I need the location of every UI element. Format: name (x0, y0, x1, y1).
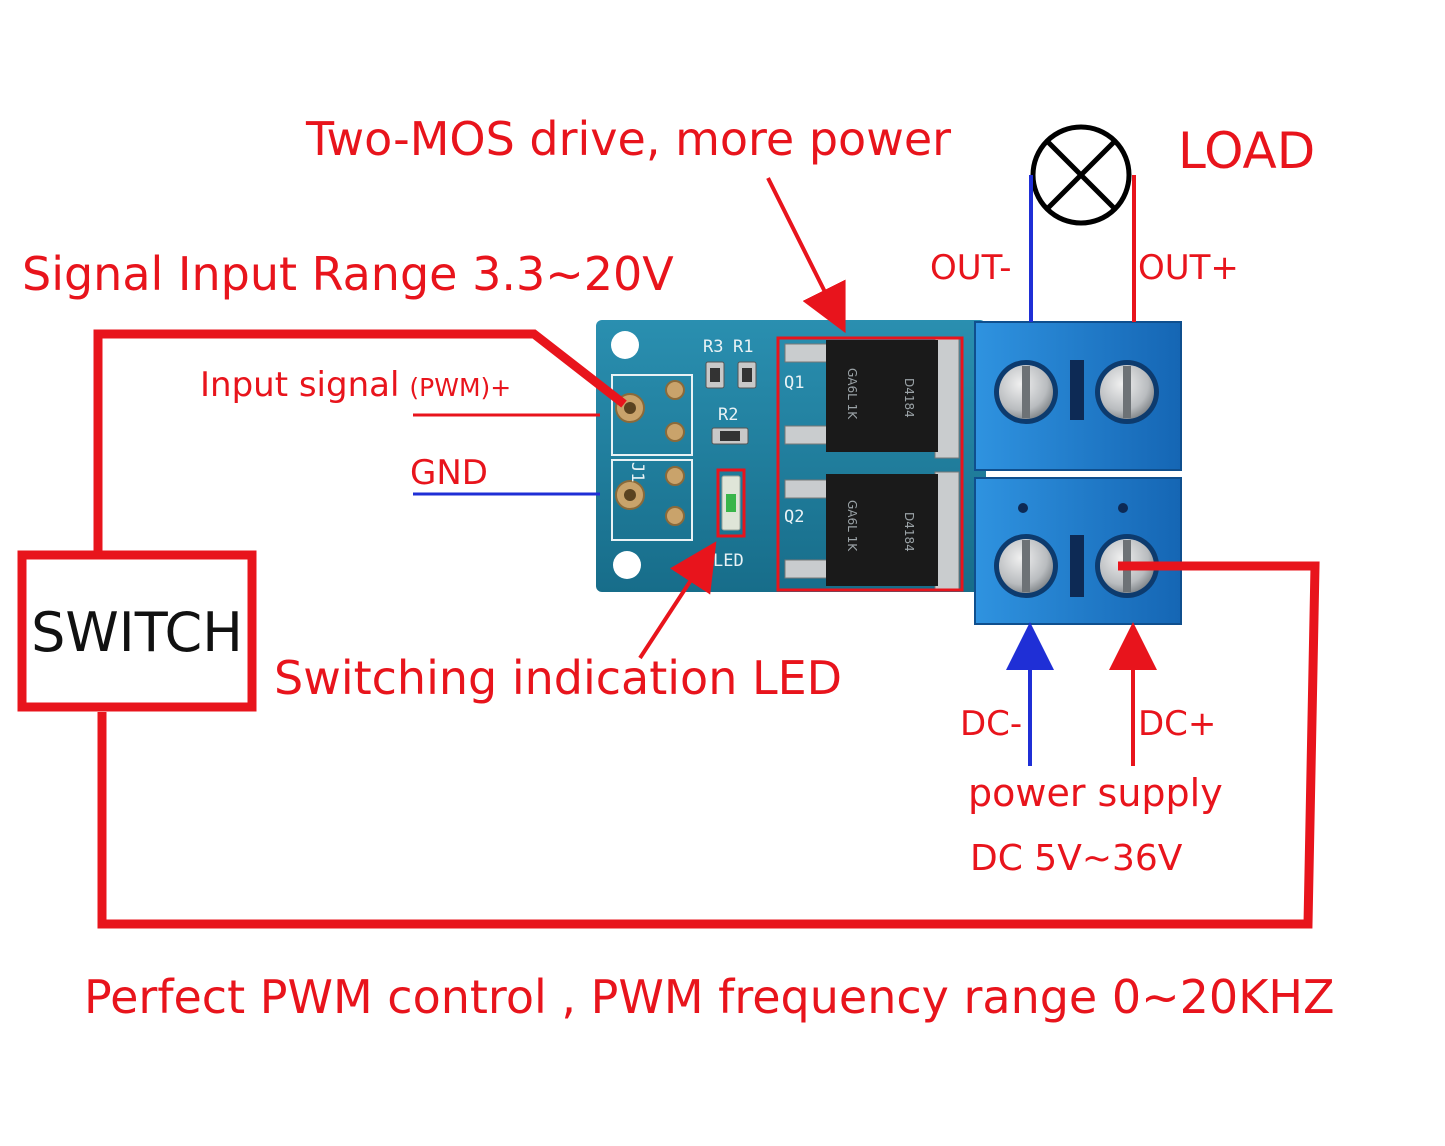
silk-q1: Q1 (784, 373, 804, 393)
mounting-hole-top (611, 331, 639, 359)
terminal-power (974, 477, 1182, 625)
chip1-sub: GA6L 1K (845, 368, 859, 420)
pad-aux-2 (665, 422, 685, 442)
label-signal-range: Signal Input Range 3.3~20V (22, 247, 674, 301)
pcb-board: J1 R3 R1 R2 LED Q1 Q2 (596, 320, 986, 592)
chip2-sub: GA6L 1K (845, 500, 859, 552)
label-out-plus: OUT+ (1138, 248, 1239, 288)
switch-box (17, 550, 257, 712)
lamp-icon (1030, 124, 1132, 226)
arrow-led (638, 541, 717, 660)
pad-aux-1 (665, 380, 685, 400)
mosfet-q2 (826, 474, 938, 586)
indicator-led: LED (713, 468, 746, 571)
resistors: R3 R1 R2 (703, 337, 757, 445)
label-dc-minus: DC- (960, 704, 1022, 744)
switch-loop: SWITCH (17, 329, 1320, 929)
arrow-mos-drive (766, 177, 846, 334)
j1-header: J1 (611, 374, 693, 541)
switch-label: SWITCH (31, 601, 243, 664)
wire-switch-to-input (93, 329, 627, 552)
silk-r3: R3 (703, 337, 723, 357)
terminal-output (974, 321, 1182, 471)
silk-j1: J1 (627, 462, 647, 482)
pad-aux-3 (665, 466, 685, 486)
chip2-text: D4184 (902, 512, 916, 552)
mosfet-q1 (826, 340, 938, 452)
silk-led: LED (713, 551, 744, 571)
label-led-caption: Switching indication LED (274, 651, 842, 705)
label-out-minus: OUT- (930, 248, 1012, 288)
label-load: LOAD (1178, 122, 1315, 180)
pad-aux-4 (665, 506, 685, 526)
wire-switch-to-dcplus (97, 561, 1320, 929)
label-power-supply: power supply (968, 771, 1223, 815)
label-mos-drive: Two-MOS drive, more power (305, 112, 951, 166)
silk-r2: R2 (718, 405, 738, 425)
label-input-signal: Input signal (PWM)+ (200, 365, 511, 405)
label-pwm-suffix: (PWM)+ (409, 373, 511, 402)
label-input-signal-text: Input signal (200, 365, 399, 405)
chip1-text: D4184 (902, 378, 916, 418)
label-gnd: GND (410, 453, 488, 493)
silk-r1: R1 (733, 337, 753, 357)
mosfet-block: Q1 Q2 D4184 GA6L 1K D4184 GA6L 1K (776, 336, 964, 592)
label-dc-plus: DC+ (1138, 704, 1216, 744)
mounting-hole-bottom (613, 551, 641, 579)
mosfet-highlight-box (776, 336, 964, 592)
silk-q2: Q2 (784, 507, 804, 527)
label-footer: Perfect PWM control , PWM frequency rang… (84, 970, 1334, 1024)
label-dc-range: DC 5V~36V (970, 838, 1183, 879)
